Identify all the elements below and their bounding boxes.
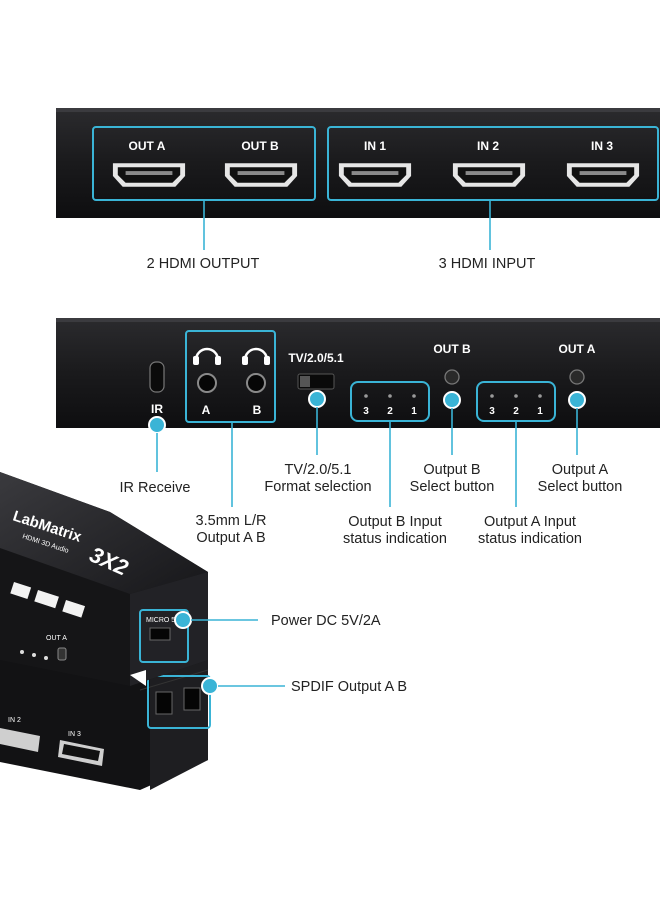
format-switch-marker [308, 390, 326, 408]
port-label: IN 3 [591, 139, 613, 153]
format-caption-line1: TV/2.0/5.1 [285, 462, 352, 478]
device-port-label: OUT A [46, 635, 67, 642]
ir-receive-caption: IR Receive [120, 480, 191, 496]
output-a-leds: 3 2 1 [489, 394, 543, 417]
outb-status-caption-line2: status indication [343, 531, 447, 547]
format-caption-line2: Format selection [264, 479, 371, 495]
device-product-shot: IN 2 IN 3 LabMatrix 3X2 HDMI 3D Audio OU… [0, 472, 285, 790]
outb-button-caption-line1: Output B [423, 462, 480, 478]
headphone-icon [242, 347, 270, 365]
rear-panel: IR A B TV/2.0/5.1 3 2 1 [56, 318, 660, 547]
out-b-button-label: OUT B [433, 342, 471, 356]
spdif-marker [201, 677, 219, 695]
led-number: 2 [387, 406, 393, 417]
outb-status-caption-line1: Output B Input [348, 514, 442, 530]
hdmi-input-caption: 3 HDMI INPUT [439, 256, 536, 272]
port-label: OUT A [129, 139, 166, 153]
led-number: 3 [363, 406, 369, 417]
device-port-label: MICRO 5V [146, 617, 180, 624]
format-switch-label: TV/2.0/5.1 [288, 351, 344, 365]
ir-sensor [149, 361, 165, 393]
rear-panel-body [56, 318, 660, 428]
outb-button-caption-line2: Select button [410, 479, 495, 495]
jack-a-label: A [202, 403, 211, 417]
spdif-port-a [155, 691, 173, 715]
audio-caption-line2: Output A B [196, 530, 265, 546]
spdif-caption: SPDIF Output A B [291, 679, 407, 695]
hdmi-port-in-1: IN 1 [338, 139, 412, 187]
hdmi-panel-body [56, 108, 660, 218]
device-logo [130, 670, 146, 686]
hdmi-port-in-3: IN 3 [566, 139, 640, 187]
led-number: 3 [489, 406, 495, 417]
led-number: 1 [537, 406, 543, 417]
device-port-label: IN 3 [68, 731, 81, 738]
outa-status-caption-line1: Output A Input [484, 514, 576, 530]
hdmi-port-out-b: OUT B [224, 139, 298, 187]
out-a-button-marker [568, 391, 586, 409]
output-b-leds: 3 2 1 [363, 394, 417, 417]
port-label: IN 2 [477, 139, 499, 153]
power-caption: Power DC 5V/2A [271, 613, 381, 629]
hdmi-panel: OUT A OUT B IN 1 IN 2 IN 3 2 HDMI OUTPUT… [56, 108, 660, 272]
outa-status-caption-line2: status indication [478, 531, 582, 547]
audio-jacks-callout [185, 330, 276, 423]
ir-label: IR [151, 402, 163, 416]
input-ports-callout [327, 126, 659, 201]
micro-usb-port [149, 627, 171, 641]
audio-caption-line1: 3.5mm L/R [196, 513, 267, 529]
led-number: 2 [513, 406, 519, 417]
audio-jack-b [246, 373, 266, 393]
port-label: OUT B [241, 139, 279, 153]
hdmi-port-in-2: IN 2 [452, 139, 526, 187]
spdif-port-b [183, 687, 201, 711]
headphone-icon [193, 347, 221, 365]
hdmi-port-out-a: OUT A [112, 139, 186, 187]
power-marker [174, 611, 192, 629]
port-label: IN 1 [364, 139, 386, 153]
spdif-callout [147, 675, 211, 729]
audio-jack-a [197, 373, 217, 393]
power-callout [139, 609, 189, 663]
device-port-label: IN 2 [8, 717, 21, 724]
out-a-button-label: OUT A [559, 342, 596, 356]
hdmi-output-caption: 2 HDMI OUTPUT [147, 256, 260, 272]
out-b-button [444, 369, 460, 385]
led-number: 1 [411, 406, 417, 417]
outa-button-caption-line2: Select button [538, 479, 623, 495]
jack-b-label: B [253, 403, 262, 417]
out-b-button-marker [443, 391, 461, 409]
outa-button-caption-line1: Output A [552, 462, 609, 478]
ir-marker [148, 416, 166, 434]
out-a-button [569, 369, 585, 385]
